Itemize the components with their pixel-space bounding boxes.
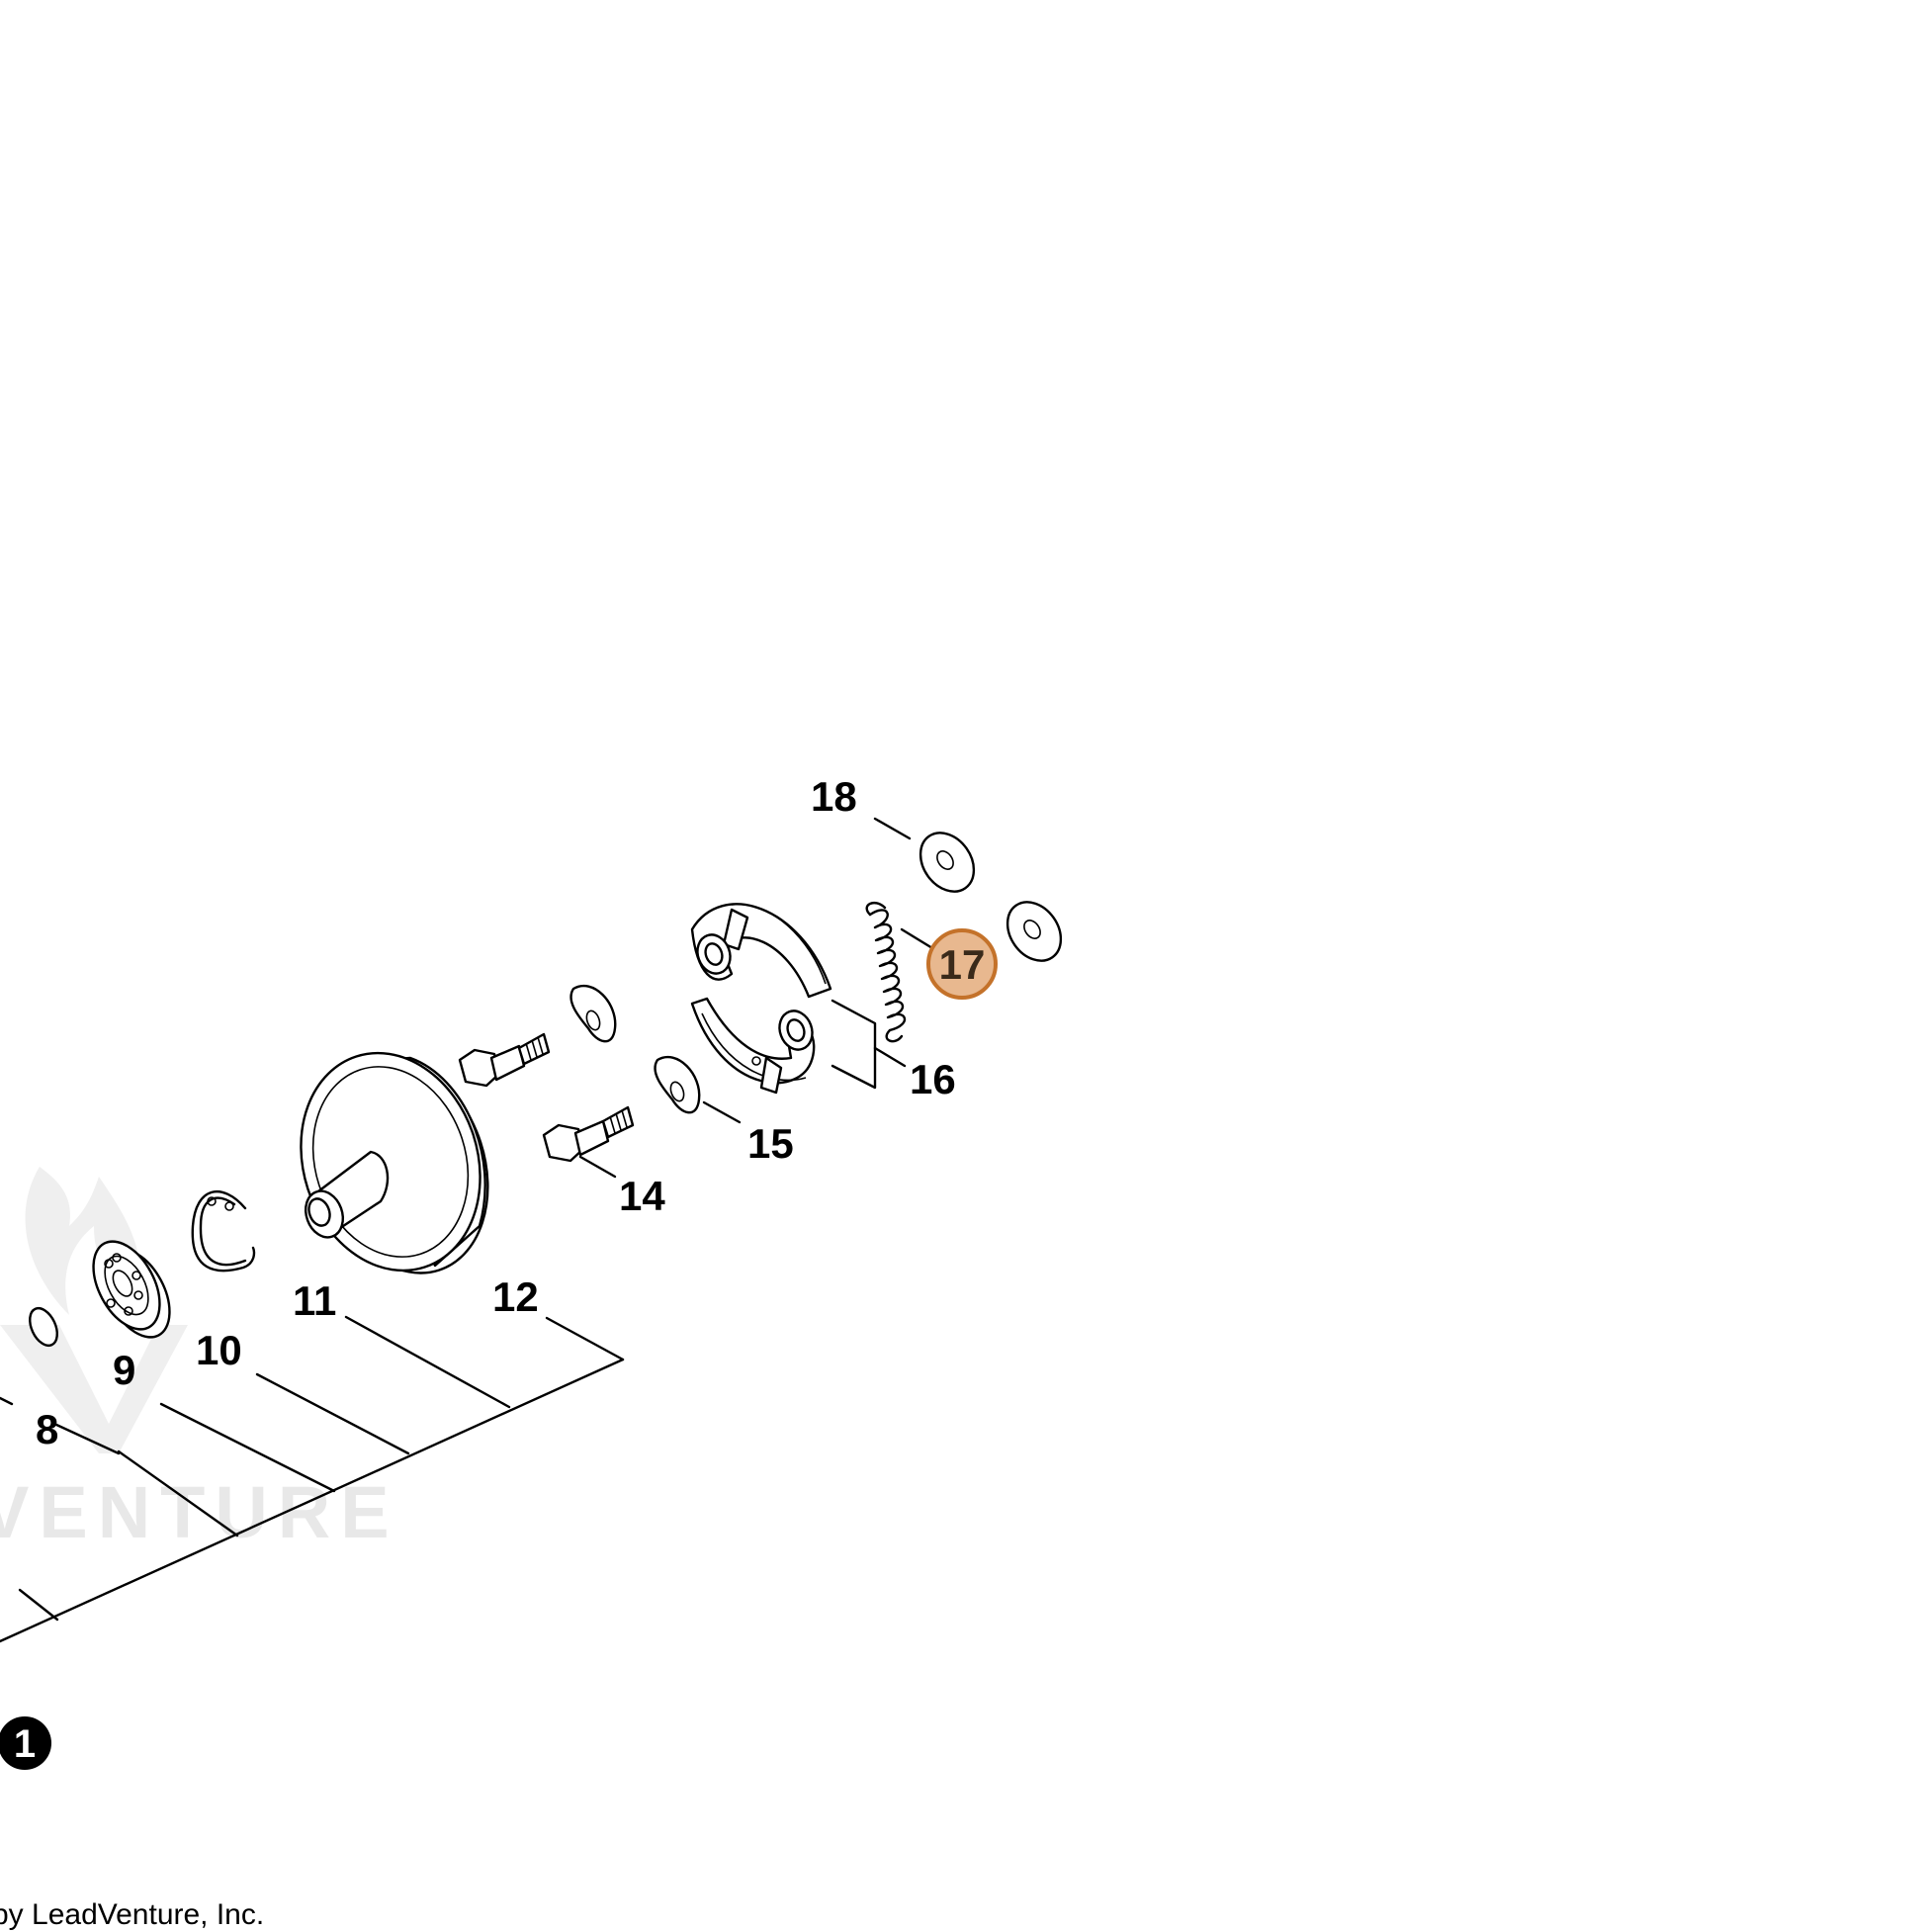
copyright-text: by LeadVenture, Inc. xyxy=(0,1898,265,1931)
callout-14[interactable]: 14 xyxy=(619,1173,665,1219)
screw-part-14-lower[interactable] xyxy=(542,1105,635,1163)
callout-8[interactable]: 8 xyxy=(36,1406,58,1452)
callout-18[interactable]: 18 xyxy=(811,773,857,820)
callout-labels: 18 16 15 14 12 11 10 9 8 xyxy=(36,773,956,1452)
washer-part-15-upper[interactable] xyxy=(569,984,617,1043)
bearing-part-9[interactable] xyxy=(80,1230,184,1348)
callout-9[interactable]: 9 xyxy=(113,1347,135,1393)
leader-lines-bundle xyxy=(0,1315,625,1643)
callout-12[interactable]: 12 xyxy=(492,1273,539,1320)
washer-part-18-lower[interactable] xyxy=(997,892,1072,971)
screw-part-14-upper[interactable] xyxy=(458,1032,551,1088)
spring-part-17[interactable] xyxy=(865,901,907,1043)
callout-17-highlighted[interactable]: 17 xyxy=(926,928,998,1000)
watermark-logo: VENTURE xyxy=(0,1167,399,1553)
washer-part-15-lower[interactable] xyxy=(654,1055,701,1114)
washer-part-18-upper[interactable] xyxy=(910,823,985,902)
callout-15[interactable]: 15 xyxy=(747,1120,794,1167)
clutch-shoe-part-16-upper[interactable] xyxy=(690,903,832,999)
clutch-drum-part-12[interactable] xyxy=(274,1029,514,1294)
circlip-part-10[interactable] xyxy=(191,1190,256,1273)
callout-16[interactable]: 16 xyxy=(910,1056,956,1102)
callout-11[interactable]: 11 xyxy=(293,1277,336,1324)
snap-ring-part-8[interactable] xyxy=(25,1304,63,1350)
assembly-marker: 1 xyxy=(0,1716,51,1770)
watermark-text: VENTURE xyxy=(0,1471,399,1553)
assembly-marker-label: 1 xyxy=(14,1722,36,1766)
clutch-shoe-part-16-lower[interactable] xyxy=(690,997,818,1095)
callout-17-label: 17 xyxy=(939,941,986,988)
callout-10[interactable]: 10 xyxy=(196,1327,242,1373)
